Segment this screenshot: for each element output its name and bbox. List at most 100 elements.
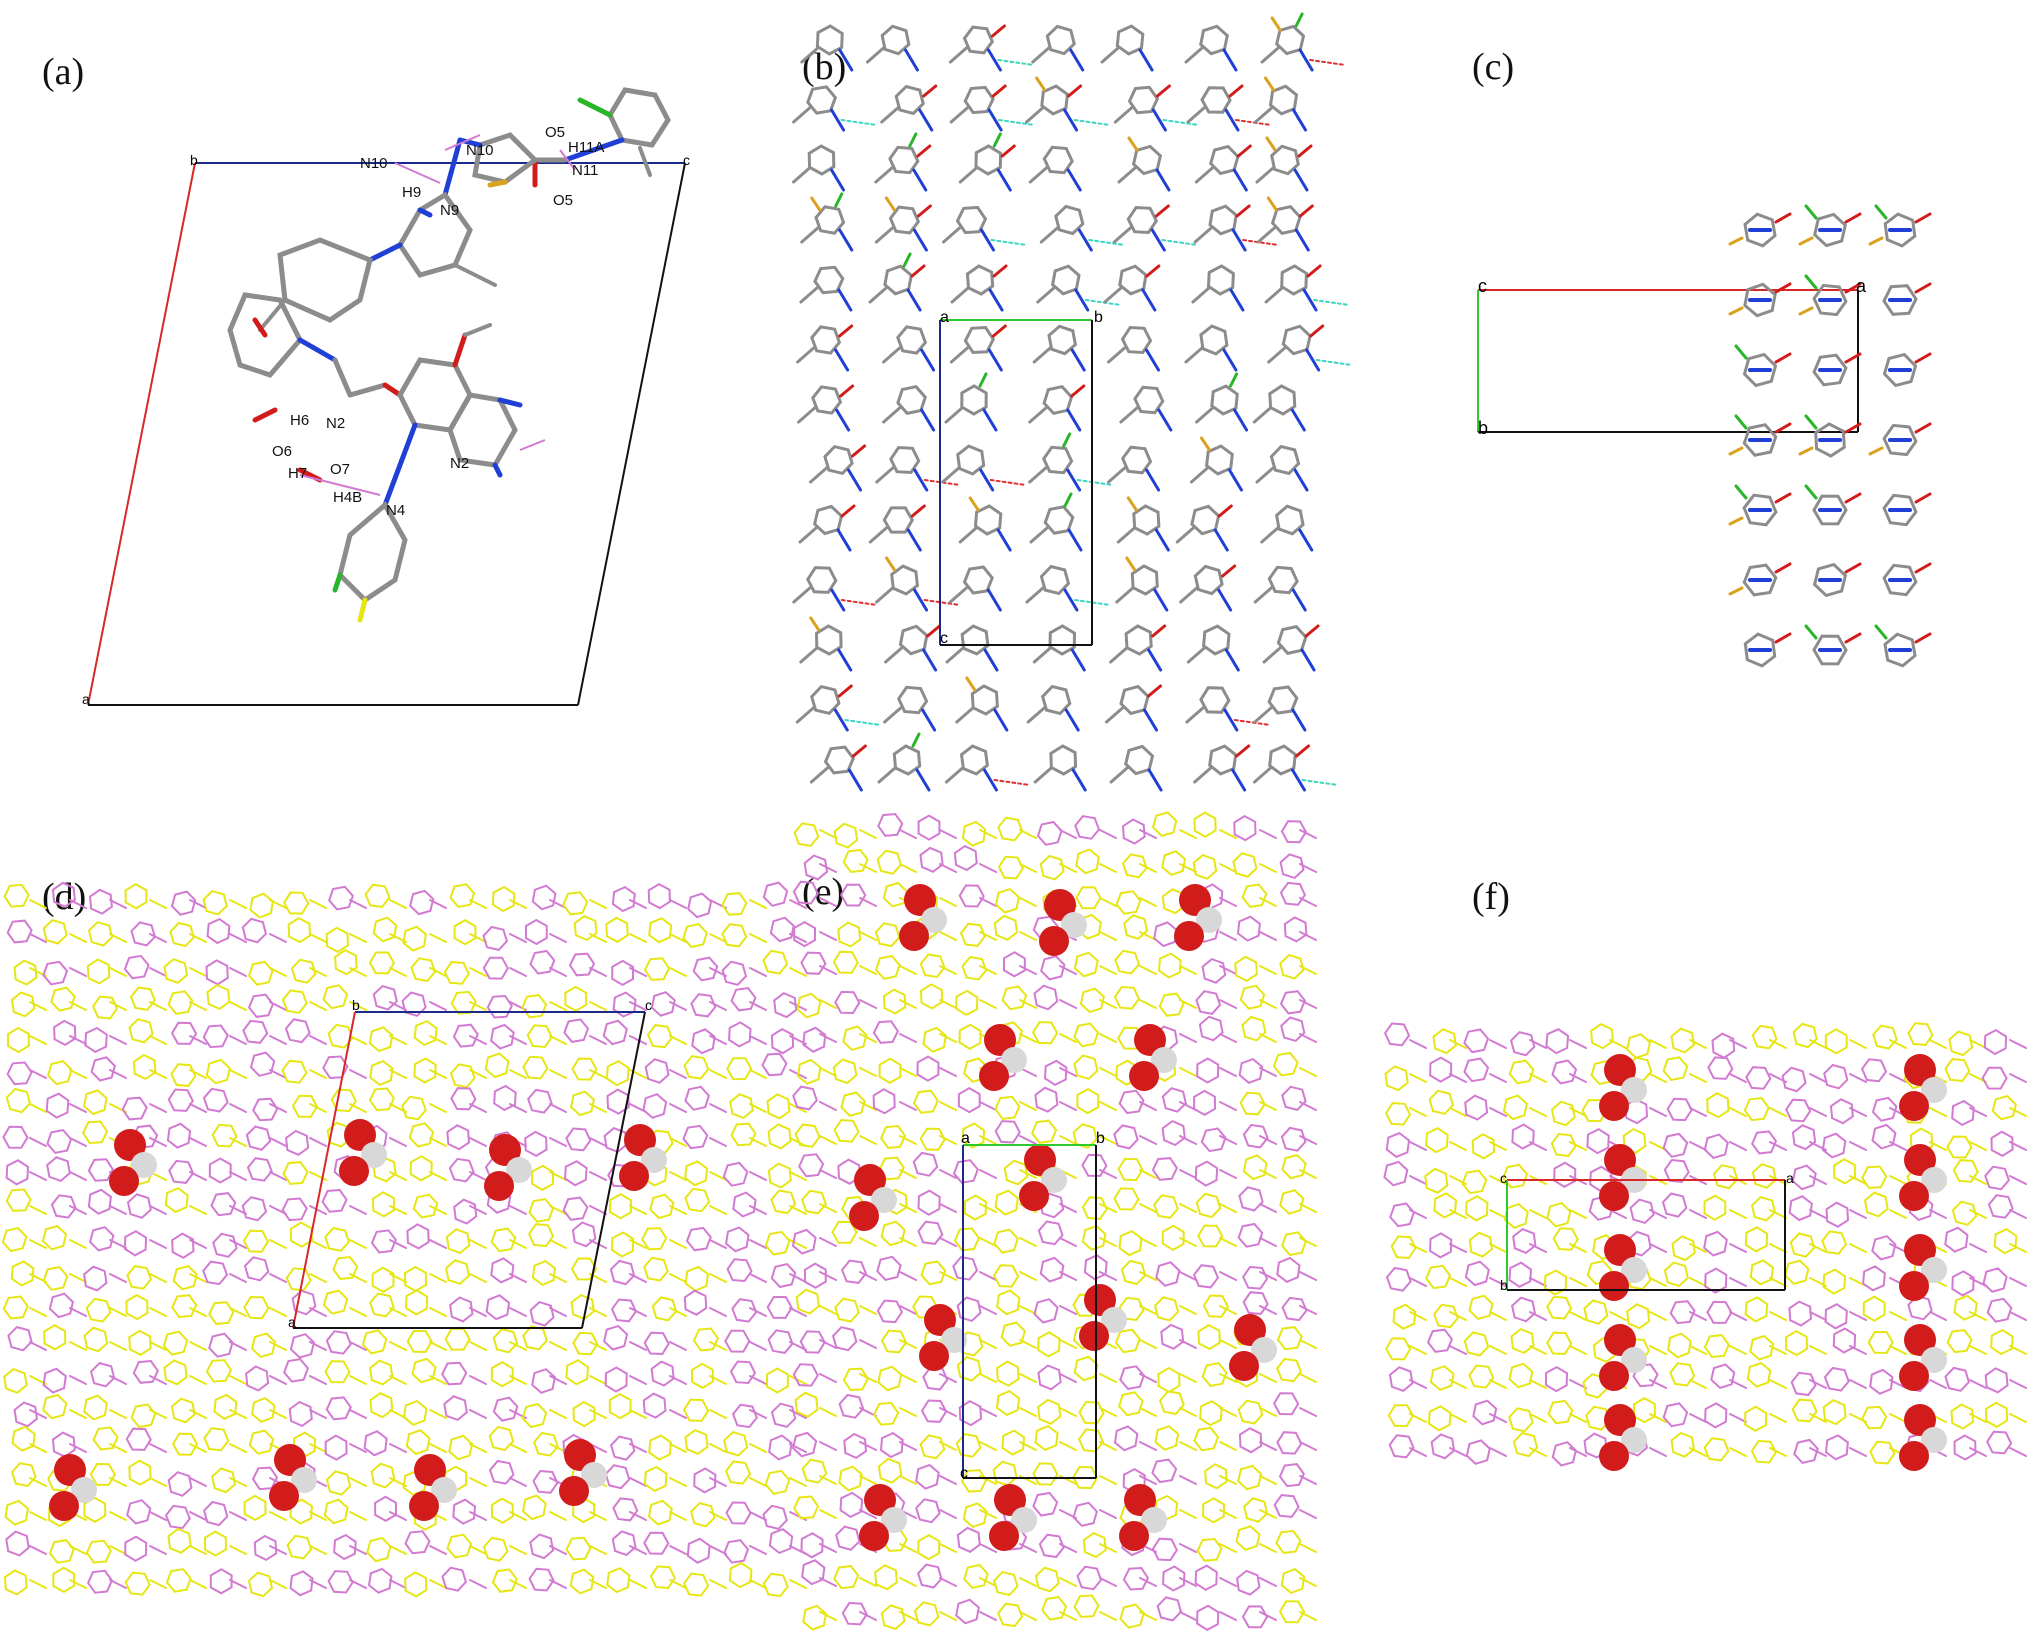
bond bbox=[1569, 1107, 1587, 1117]
bond bbox=[1914, 562, 1932, 574]
atom-label-n10-ring: N10 bbox=[466, 142, 494, 159]
ring bbox=[960, 384, 988, 416]
bond bbox=[1059, 863, 1077, 873]
bond bbox=[469, 1103, 487, 1113]
bond bbox=[1252, 766, 1272, 784]
bond bbox=[939, 1407, 957, 1417]
bond bbox=[899, 1203, 917, 1213]
atom-label-n4: N4 bbox=[386, 502, 405, 519]
spheres-f bbox=[1599, 1054, 1947, 1471]
bond bbox=[1077, 228, 1093, 252]
bond bbox=[349, 1273, 367, 1283]
axis-label-b: b bbox=[1096, 1130, 1105, 1147]
bond bbox=[1228, 84, 1244, 98]
bond bbox=[1649, 1107, 1667, 1117]
bond bbox=[965, 676, 977, 692]
bond bbox=[1914, 422, 1932, 434]
bond bbox=[1179, 829, 1197, 839]
ring bbox=[332, 1255, 359, 1281]
ring bbox=[956, 1526, 981, 1553]
ring bbox=[252, 1097, 279, 1122]
bond bbox=[149, 899, 167, 909]
bond bbox=[749, 1103, 767, 1113]
ring bbox=[5, 1159, 30, 1186]
bond bbox=[1259, 1577, 1277, 1587]
ring bbox=[246, 1157, 273, 1182]
bond bbox=[1889, 1379, 1907, 1389]
ring bbox=[1194, 1564, 1218, 1591]
bond bbox=[309, 1273, 327, 1283]
bond bbox=[1409, 1073, 1427, 1083]
bond bbox=[669, 967, 687, 977]
bond bbox=[349, 1001, 367, 1011]
ring bbox=[563, 1018, 590, 1043]
ring bbox=[1793, 1438, 1819, 1465]
bond bbox=[899, 1101, 917, 1111]
ring bbox=[52, 1566, 76, 1593]
bond bbox=[29, 1579, 47, 1589]
ring bbox=[1984, 1367, 2009, 1394]
ring bbox=[1278, 1463, 1305, 1488]
ring bbox=[602, 1019, 628, 1046]
bond bbox=[69, 933, 87, 943]
bond bbox=[69, 1273, 87, 1283]
ring bbox=[605, 1060, 630, 1087]
bond bbox=[589, 1545, 607, 1555]
ring bbox=[811, 385, 843, 415]
bond bbox=[589, 1171, 607, 1181]
bond bbox=[1139, 1203, 1157, 1213]
bond bbox=[29, 1035, 47, 1045]
bond bbox=[819, 1441, 837, 1451]
ring bbox=[529, 1300, 555, 1327]
ring bbox=[691, 1028, 716, 1055]
bond bbox=[29, 1069, 47, 1079]
bond bbox=[429, 1035, 447, 1045]
bond bbox=[669, 933, 687, 943]
ring bbox=[792, 880, 819, 905]
bond bbox=[509, 1205, 527, 1215]
bond bbox=[469, 967, 487, 977]
bond bbox=[1569, 1243, 1587, 1253]
bond bbox=[509, 967, 527, 977]
atom-label-n2-left: N2 bbox=[326, 415, 345, 432]
ring bbox=[1986, 1430, 2013, 1455]
ring bbox=[202, 1024, 229, 1049]
bond bbox=[1179, 965, 1197, 975]
ring bbox=[1151, 811, 1178, 837]
bond bbox=[1409, 1175, 1427, 1185]
atom-label-o6: O6 bbox=[272, 443, 292, 460]
ring bbox=[1986, 1297, 2013, 1323]
ring bbox=[1156, 1596, 1183, 1622]
bond bbox=[1969, 1345, 1987, 1355]
atom-sphere bbox=[431, 1477, 457, 1503]
ring bbox=[1151, 1458, 1178, 1484]
ring bbox=[289, 1570, 314, 1597]
bond bbox=[1889, 1073, 1907, 1083]
ring bbox=[372, 984, 398, 1011]
ring bbox=[285, 1129, 310, 1156]
bond bbox=[1019, 1237, 1037, 1247]
bond bbox=[1151, 624, 1167, 638]
ring bbox=[882, 988, 907, 1015]
ring bbox=[206, 983, 231, 1011]
ring bbox=[1241, 1605, 1269, 1629]
ring bbox=[643, 1531, 670, 1555]
ring bbox=[1238, 1186, 1264, 1212]
bond bbox=[819, 999, 837, 1009]
bond bbox=[1259, 829, 1277, 839]
bond bbox=[899, 1441, 917, 1451]
ring bbox=[1127, 85, 1160, 115]
atom-sphere bbox=[921, 907, 947, 933]
ring bbox=[801, 1559, 826, 1586]
bond bbox=[1299, 1271, 1317, 1281]
bond bbox=[429, 1409, 447, 1419]
ring bbox=[768, 1434, 793, 1461]
ring bbox=[813, 265, 845, 295]
bond bbox=[913, 468, 929, 492]
atom-sphere bbox=[1621, 1427, 1647, 1453]
unit-cell-c bbox=[1477, 289, 1859, 433]
bond bbox=[1299, 1475, 1317, 1485]
ring bbox=[124, 883, 148, 910]
bond bbox=[669, 1035, 687, 1045]
bond bbox=[1302, 288, 1318, 312]
